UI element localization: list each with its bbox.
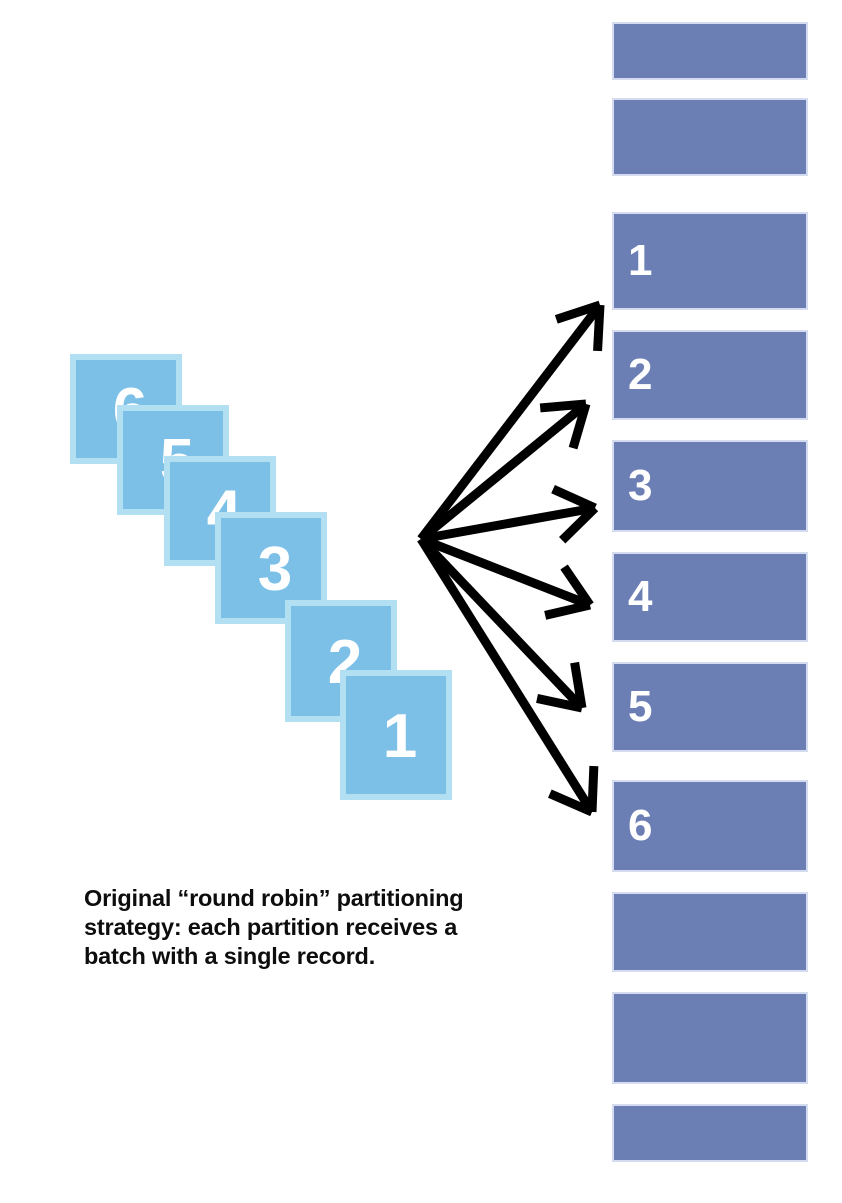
partition-bar-empty-8 — [612, 892, 808, 972]
partition-bar-6: 6 — [612, 780, 808, 872]
partition-bar-1: 1 — [612, 212, 808, 310]
partition-label-5: 5 — [628, 682, 653, 731]
caption-line-2: strategy: each partition receives a — [84, 914, 458, 940]
partition-bar-empty-1 — [612, 98, 808, 176]
record-card-1: 1 — [340, 670, 452, 800]
partition-bar-empty-0 — [612, 22, 808, 80]
partition-label-4: 4 — [628, 572, 653, 621]
partition-bar-3: 3 — [612, 440, 808, 532]
caption-line-3: batch with a single record. — [84, 943, 376, 969]
partition-bar-2: 2 — [612, 330, 808, 420]
partition-bar-empty-9 — [612, 992, 808, 1084]
caption-line-1: Original “round robin” partitioning — [84, 885, 464, 911]
record-card-label-3: 3 — [257, 535, 293, 604]
record-card-label-1: 1 — [382, 702, 418, 771]
partition-bar-5: 5 — [612, 662, 808, 752]
partition-bar-4: 4 — [612, 552, 808, 642]
partition-label-6: 6 — [628, 801, 653, 850]
partition-bar-empty-10 — [612, 1104, 808, 1162]
partition-label-1: 1 — [628, 236, 653, 285]
caption-text: Original “round robin” partitioning stra… — [84, 884, 504, 971]
partition-label-3: 3 — [628, 461, 653, 510]
partition-label-2: 2 — [628, 350, 653, 399]
